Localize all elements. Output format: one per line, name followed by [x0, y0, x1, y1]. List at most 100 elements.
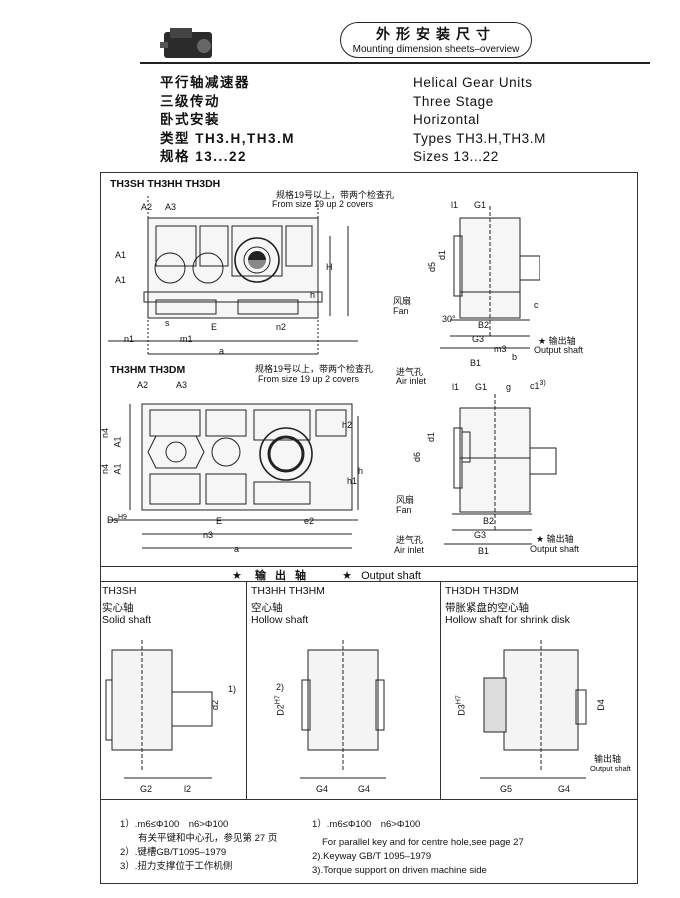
note-cn: 1）.m6≤Φ100 n6>Φ100: [120, 819, 229, 830]
notes-divider: [100, 799, 638, 800]
dim-label: B2: [483, 516, 495, 526]
note-en: 2).Keyway GB/T 1095–1979: [312, 851, 432, 862]
shaft-shrink-en: Hollow shaft for shrink disk: [445, 614, 570, 626]
mid-air-inlet-cn: 进气孔: [396, 367, 424, 377]
dim-label: n2: [276, 322, 287, 332]
dim-label: m1: [180, 334, 193, 344]
banner-star: ★: [342, 570, 352, 582]
spec-en-item: Types TH3.H,TH3.M: [413, 130, 546, 146]
shrink-output-en: Output shaft: [590, 764, 631, 773]
shaft-solid-code: TH3SH: [102, 585, 137, 597]
banner-divider-bottom: [100, 581, 638, 582]
spec-cn-item: 类型 TH3.H,TH3.M: [160, 130, 296, 146]
dim-d4: D4: [595, 699, 606, 711]
top-cover-cn: 规格19号以上，带两个检查孔: [276, 190, 395, 200]
shaft-shrink-code: TH3DH TH3DM: [445, 585, 519, 597]
top-front-view-drawing: [108, 196, 358, 356]
dim-label: d1: [437, 249, 448, 261]
shaft-solid-drawing: [105, 640, 213, 779]
banner-en: Output shaft: [361, 570, 421, 582]
mid-air-inlet-en: Air inlet: [396, 376, 427, 386]
dim-label: l1: [451, 200, 459, 210]
note-cn: 3）.扭力支撑位于工作机侧: [120, 861, 233, 872]
output-shaft-cn: 输出轴: [548, 336, 576, 346]
dim-label: h: [310, 290, 316, 300]
mid-output-shaft-cn: 输出轴: [546, 534, 574, 544]
top-side-view-drawing: [440, 206, 540, 349]
dim-l2: l2: [184, 784, 192, 794]
note-cn: 2）.键槽GB/T1095–1979: [120, 847, 227, 858]
dim-d3-value: D3: [456, 704, 467, 716]
dim-label: g: [506, 382, 512, 392]
dim-label: A2: [141, 202, 153, 212]
dim-label: A1: [112, 463, 123, 475]
note-en: 1）.m6≤Φ100 n6>Φ100: [312, 819, 421, 830]
header-divider: [140, 62, 650, 64]
mid-output-shaft-en: Output shaft: [530, 544, 580, 554]
notes-cn: 1）.m6≤Φ100 n6>Φ100 有关平键和中心孔，参见第 27 页 2）.…: [120, 818, 277, 874]
dim-label: n4: [100, 427, 111, 439]
top-section-title: TH3SH TH3HH TH3DH: [110, 178, 221, 190]
shaft-solid-cn: 实心轴: [102, 602, 134, 614]
shaft-shrink-drawing: [480, 640, 587, 779]
dim-label: DsH9: [107, 514, 127, 525]
output-banner: ★ 输 出 轴 ★ Output shaft: [232, 567, 421, 583]
dim-label: A1: [115, 250, 127, 260]
mid-output-shaft-label: ★ 输出轴: [536, 534, 574, 544]
dim-label: B1: [470, 358, 482, 368]
dim-g4: G4: [316, 784, 329, 794]
spec-en-item: Horizontal: [413, 112, 480, 127]
dim-label: B2: [478, 320, 490, 330]
fan-label-cn: 风扇: [393, 296, 412, 306]
dim-note: 2): [276, 682, 285, 692]
dim-label: G3: [472, 334, 485, 344]
dim-label: A3: [176, 380, 188, 390]
dim-label: b: [512, 352, 518, 362]
shaft-hollow-cn: 空心轴: [251, 602, 283, 614]
banner-cn: 输 出 轴: [254, 570, 310, 582]
spec-cn-item: 卧式安装: [160, 112, 220, 127]
page-title-en: Mounting dimension sheets–overview: [352, 44, 520, 55]
mid-side-view-drawing: [444, 394, 557, 545]
mid-air-cn: 进气孔: [396, 535, 424, 545]
dim-g2: G2: [140, 784, 153, 794]
banner-star: ★: [232, 570, 242, 582]
dim-ds-tol: H9: [118, 514, 127, 521]
spec-cn-item: 平行轴减速器: [160, 75, 250, 90]
dim-label: 30°: [442, 314, 456, 324]
output-shaft-en: Output shaft: [534, 345, 584, 355]
dim-label: A3: [165, 202, 177, 212]
notes-en: 1）.m6≤Φ100 n6>Φ100 For parallel key and …: [312, 818, 524, 878]
shaft-hollow-en: Hollow shaft: [251, 614, 309, 626]
mid-fan-cn: 风扇: [396, 495, 415, 505]
fan-label-en: Fan: [393, 306, 409, 316]
top-cover-en: From size 19 up 2 covers: [272, 199, 374, 209]
dim-d2: d2: [210, 699, 221, 711]
spec-list-cn: 平行轴减速器 三级传动 卧式安装 类型 TH3.H,TH3.M 规格 13...…: [160, 74, 295, 167]
dim-tol: H7: [455, 695, 463, 705]
note-en: For parallel key and for centre hole,see…: [322, 837, 524, 848]
spec-en-item: Three Stage: [413, 93, 494, 109]
mid-cover-en: From size 19 up 2 covers: [258, 374, 360, 384]
dim-label: c: [534, 300, 539, 310]
dim-label: A1: [115, 275, 127, 285]
dim-label: c13): [530, 380, 546, 391]
shaft-divider-2: [440, 581, 441, 799]
note-en: 3).Torque support on driven machine side: [312, 865, 487, 876]
dim-label: e2: [304, 516, 315, 526]
dim-ds: Ds: [107, 515, 118, 525]
dim-note: 1): [228, 684, 237, 694]
dim-c1-note: 3): [539, 380, 546, 387]
output-shaft-label: ★ 输出轴: [538, 336, 576, 346]
shaft-divider-1: [246, 581, 247, 799]
banner-divider-top: [100, 566, 638, 567]
dim-label: a: [219, 346, 225, 356]
page-title-cn: 外形安装尺寸: [376, 26, 496, 42]
dim-label: n1: [124, 334, 135, 344]
shaft-hollow-code: TH3HH TH3HM: [251, 585, 325, 597]
dim-c1: c1: [530, 381, 540, 391]
dim-g4: G4: [358, 784, 371, 794]
dim-label: A1: [112, 436, 123, 448]
spec-list-en: Helical Gear Units Three Stage Horizonta…: [413, 74, 546, 167]
shaft-solid-en: Solid shaft: [102, 614, 152, 626]
